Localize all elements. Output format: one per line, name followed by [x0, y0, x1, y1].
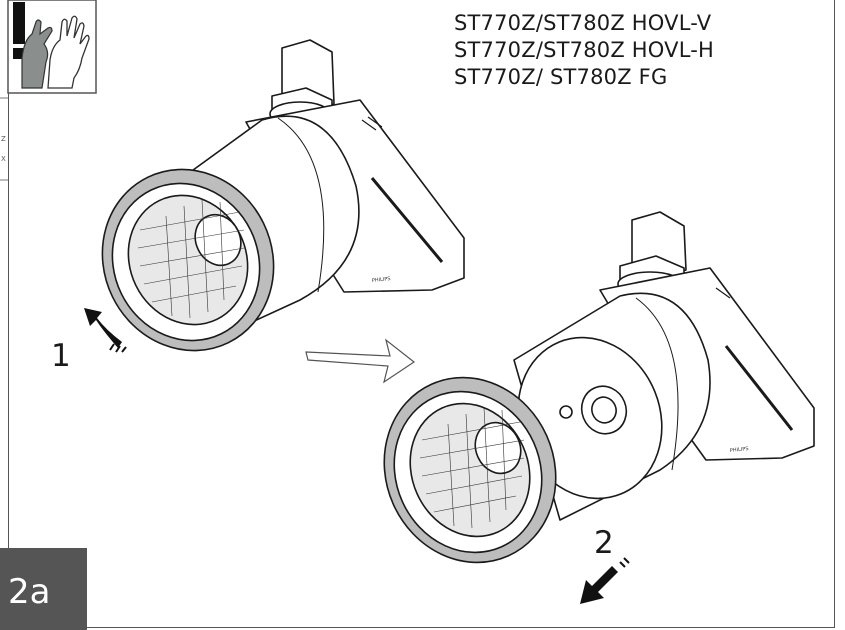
svg-text:X: X	[1, 155, 6, 163]
step-1-label: 1	[51, 338, 71, 374]
svg-text:Z: Z	[1, 135, 6, 143]
svg-text:PHILIPS: PHILIPS	[372, 276, 391, 284]
model-line-2: ST770Z/ST780Z HOVL-H	[454, 38, 715, 62]
transition-arrow-icon	[305, 338, 416, 384]
rotate-arrow-icon	[84, 308, 127, 353]
model-line-3: ST770Z/ ST780Z FG	[454, 65, 668, 89]
pull-arrow-icon	[580, 557, 630, 604]
figure-label: 2a	[8, 572, 51, 612]
warning-gloves-icon	[7, 0, 97, 94]
left-margin-marks: Z X	[0, 0, 8, 630]
figure-badge: 2a	[0, 548, 87, 630]
luminaire-upper: PHILIPS	[101, 39, 465, 352]
figure-frame	[8, 0, 835, 628]
model-list: ST770Z/ST780Z HOVL-V ST770Z/ST780Z HOVL-…	[454, 10, 714, 91]
step-2-label: 2	[594, 525, 614, 561]
svg-text:PHILIPS: PHILIPS	[730, 446, 749, 454]
model-line-1: ST770Z/ST780Z HOVL-V	[454, 11, 712, 35]
luminaire-lower: PHILIPS	[383, 211, 815, 564]
reflector-grid-upper	[137, 199, 245, 319]
reflector-grid-lower	[419, 407, 525, 529]
